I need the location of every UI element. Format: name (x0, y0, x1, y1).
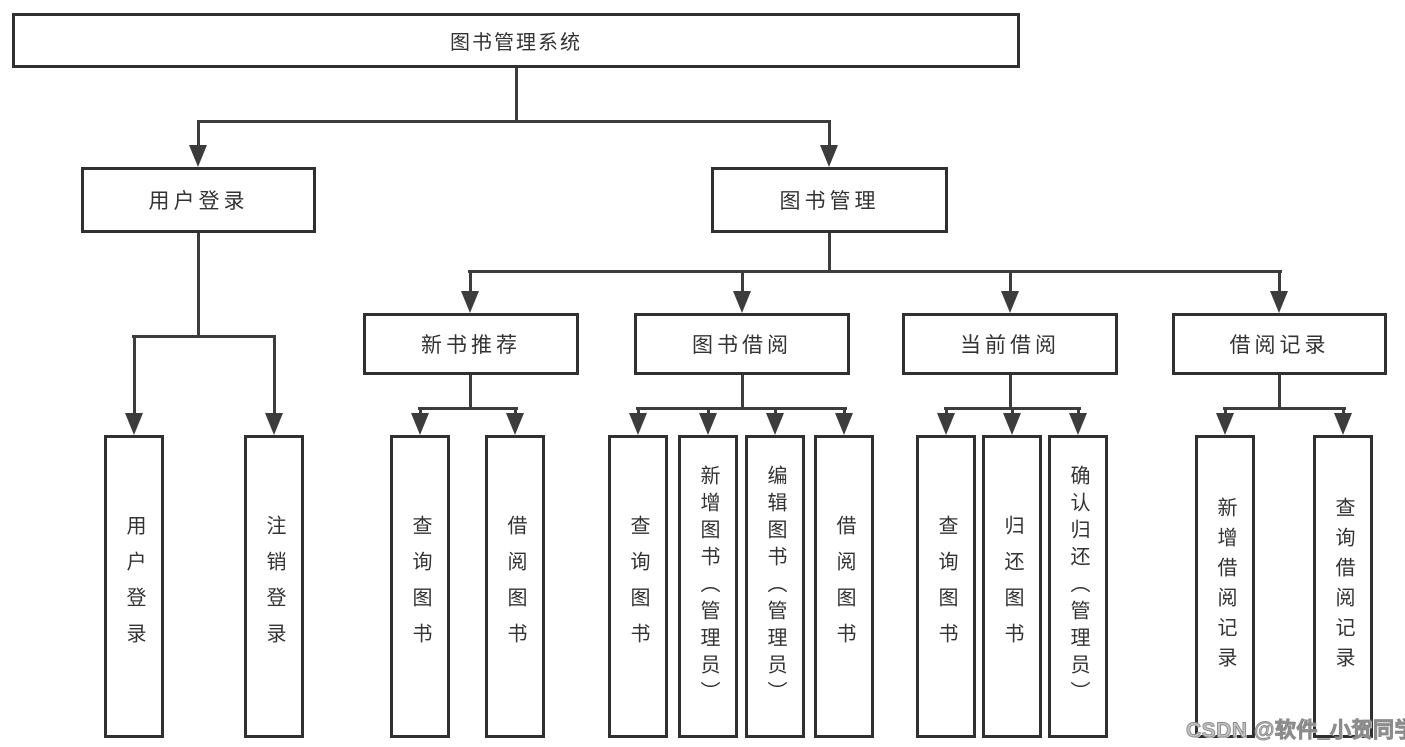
arrow-down-icon (125, 413, 143, 435)
node-borrow-records: 借阅记录 (1172, 313, 1387, 375)
connector-recommend-stem (469, 375, 472, 409)
node-label: 查询图书 (409, 514, 431, 659)
node-label: 图书借阅 (692, 334, 792, 357)
connector-manage-bar (468, 270, 1282, 273)
connector-records-stem (1278, 375, 1281, 409)
connector-drop (419, 407, 422, 415)
connector-records-bar (1223, 407, 1346, 410)
node-label: 借阅图书 (504, 514, 526, 659)
arrow-down-icon (1216, 413, 1234, 435)
node-label: 查询借阅记录 (1332, 496, 1354, 677)
connector-root-stem (515, 68, 518, 121)
node-label: 归还图书 (1001, 514, 1023, 659)
leaf-confirm-return-admin: 确认归还（管理员） (1048, 435, 1108, 738)
connector-drop (774, 407, 777, 415)
connector-drop (843, 407, 846, 415)
node-label: 图书管理系统 (450, 32, 582, 54)
connector-login-bar (132, 335, 276, 338)
node-user-login: 用户登录 (81, 167, 316, 233)
arrow-down-icon (766, 413, 784, 435)
connector-drop (1077, 407, 1080, 415)
connector-current-stem (1009, 375, 1012, 409)
leaf-return-books: 归还图书 (982, 435, 1042, 738)
arrow-down-icon (820, 145, 838, 167)
node-label: 编辑图书（管理员） (764, 465, 786, 708)
connector-drop-logout-leaf (273, 335, 276, 414)
node-label: 注销登录 (263, 514, 285, 659)
node-label: 图书管理 (779, 190, 880, 213)
connector-root-bar (197, 120, 831, 123)
node-label: 用户登录 (148, 190, 249, 213)
leaf-query-books-borrow: 查询图书 (608, 435, 668, 738)
connector-drop-book-management (828, 120, 831, 146)
node-label: 新书推荐 (421, 334, 521, 357)
leaf-edit-books-admin: 编辑图书（管理员） (745, 435, 805, 738)
connector-drop (514, 407, 517, 415)
connector-drop (1011, 407, 1014, 415)
arrow-down-icon (189, 145, 207, 167)
node-label: 确认归还（管理员） (1067, 465, 1089, 708)
arrow-down-icon (937, 413, 955, 435)
csdn-watermark: CSDN @软件_小贺同学 (1186, 719, 1405, 743)
arrow-down-icon (835, 413, 853, 435)
connector-borrow-stem (741, 375, 744, 409)
leaf-user-login: 用户登录 (104, 435, 164, 738)
arrow-down-icon (1069, 413, 1087, 435)
connector-drop (707, 407, 710, 415)
arrow-down-icon (1003, 413, 1021, 435)
leaf-borrow-books-recommend: 借阅图书 (485, 435, 545, 738)
leaf-logout: 注销登录 (244, 435, 304, 738)
arrow-down-icon (629, 413, 647, 435)
arrow-down-icon (461, 291, 479, 313)
connector-drop-user-login (197, 120, 200, 146)
node-label: 用户登录 (123, 514, 145, 659)
connector-borrow-bar (636, 407, 847, 410)
node-label: 新增图书（管理员） (697, 465, 719, 708)
leaf-query-borrow-record: 查询借阅记录 (1313, 435, 1373, 738)
node-label: 新增借阅记录 (1214, 496, 1236, 677)
leaf-borrow-books: 借阅图书 (814, 435, 874, 738)
node-library-management-system: 图书管理系统 (12, 13, 1020, 68)
connector-drop-borrow (741, 270, 744, 292)
connector-login-stem (197, 233, 200, 337)
connector-drop (1224, 407, 1227, 415)
connector-drop-login-leaf (133, 335, 136, 414)
arrow-down-icon (699, 413, 717, 435)
leaf-query-books-current: 查询图书 (916, 435, 976, 738)
node-book-management: 图书管理 (711, 167, 948, 233)
connector-drop (637, 407, 640, 415)
node-label: 当前借阅 (960, 334, 1060, 357)
node-label: 查询图书 (627, 514, 649, 659)
connector-recommend-bar (418, 407, 518, 410)
leaf-query-books-recommend: 查询图书 (390, 435, 450, 738)
connector-drop-current (1009, 270, 1012, 292)
node-new-book-recommend: 新书推荐 (363, 313, 579, 375)
leaf-add-books-admin: 新增图书（管理员） (678, 435, 738, 738)
connector-drop-recommend (469, 270, 472, 292)
connector-manage-stem (828, 233, 831, 272)
node-book-borrow: 图书借阅 (634, 313, 850, 375)
arrow-down-icon (1270, 291, 1288, 313)
arrow-down-icon (1001, 291, 1019, 313)
arrow-down-icon (733, 291, 751, 313)
node-label: 借阅图书 (833, 514, 855, 659)
arrow-down-icon (411, 413, 429, 435)
connector-drop-records (1278, 270, 1281, 292)
connector-drop (945, 407, 948, 415)
node-label: 查询图书 (935, 514, 957, 659)
node-label: 借阅记录 (1229, 334, 1330, 357)
node-current-borrow: 当前借阅 (902, 313, 1118, 375)
leaf-add-borrow-record: 新增借阅记录 (1195, 435, 1255, 738)
arrow-down-icon (265, 413, 283, 435)
connector-drop (1342, 407, 1345, 415)
arrow-down-icon (1334, 413, 1352, 435)
arrow-down-icon (506, 413, 524, 435)
